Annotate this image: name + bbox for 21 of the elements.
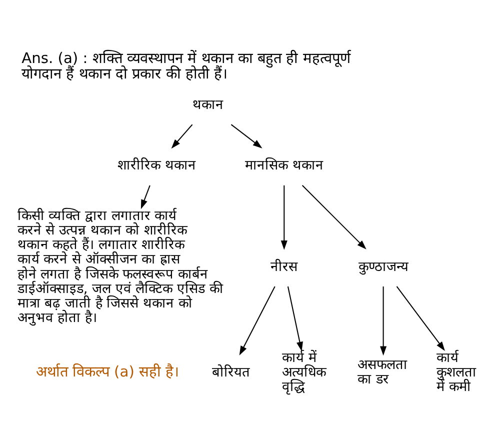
node-text: कुण्ठाजन्य	[358, 258, 408, 275]
node-text: बोरियत	[211, 364, 250, 380]
arrow	[238, 286, 275, 356]
arrow	[280, 185, 287, 250]
arrow	[140, 185, 150, 210]
node-text: नीरस	[270, 258, 298, 275]
arrow	[380, 286, 386, 356]
diagram-title: Ans. (a) : शक्ति व्यवस्थापन में थकान का बहुत ही महत्वपूर्ण योगदान हैं थकान दो प्रकार की होती हैं।	[21, 50, 350, 83]
arrow	[230, 124, 262, 148]
caption: अर्थात विकल्प (a) सही है।	[35, 364, 180, 381]
node-text: शारीरिक थकान	[117, 158, 196, 174]
arrow	[396, 286, 444, 351]
node-text: किसी व्यक्ति द्वारा लगातार कार्य करने से उत्पन्न थकान को शारीरिक थकान कहते हैं। लगातार शारीरिक कार्य करने से ऑक्सीजन का ह्रास होने लगता है जिसके फलस्वरूप कार्बन डाईऑक्साइड, जल एवं लैक्टिक एसिड की मात्रा बढ़ जाती है जिससे थकान को अनुभव होता है।	[16, 208, 223, 326]
node-text: थकान	[192, 97, 223, 114]
node-text: कार्य में अत्यधिक वृद्धि	[282, 350, 326, 396]
node-text: मानसिक थकान	[244, 158, 323, 174]
node-text: असफलता का डर	[357, 357, 408, 388]
arrow	[286, 286, 302, 352]
arrow	[170, 124, 192, 149]
node-text: कार्य कुशलता में कमी	[436, 350, 476, 396]
arrow	[301, 185, 366, 250]
